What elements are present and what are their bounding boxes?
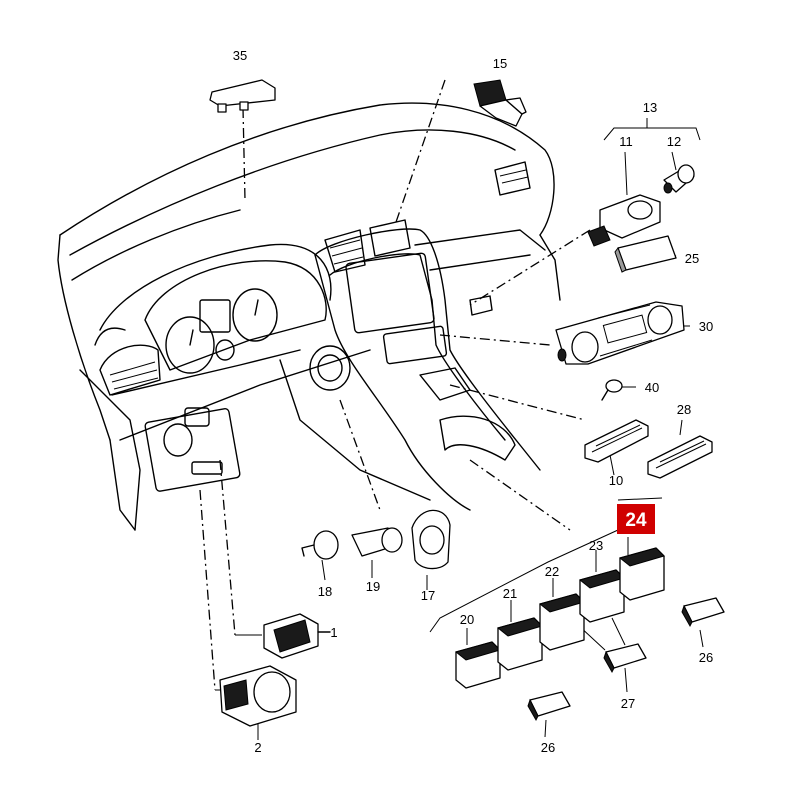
part-22-switch: [538, 593, 585, 651]
part-19-lock: [351, 527, 403, 557]
callout-26-right: 26: [699, 650, 713, 665]
callout-1: 1: [330, 625, 337, 640]
callout-13: 13: [643, 100, 657, 115]
callout-24-highlight: [617, 504, 655, 534]
part-20-switch: [454, 641, 501, 689]
part-28-switch-bar: [647, 435, 713, 479]
callout-15: 15: [493, 56, 507, 71]
part-26-cover-bottom: [527, 691, 571, 722]
callout-12: 12: [667, 134, 681, 149]
dashboard-outline: [57, 102, 561, 531]
callout-27: 27: [621, 696, 635, 711]
callout-22: 22: [545, 564, 559, 579]
part-17-bezel: [411, 509, 451, 570]
part-40-screw: [601, 379, 623, 401]
callout-26-bottom: 26: [541, 740, 555, 755]
callout-40: 40: [645, 380, 659, 395]
part-23-switch: [578, 569, 625, 623]
part-35-light: [209, 79, 276, 113]
leader-lines: [199, 79, 704, 740]
callout-11: 11: [619, 134, 633, 149]
part-30-climate-control: [555, 301, 685, 365]
part-10-switch-bar: [584, 419, 649, 463]
callout-20: 20: [460, 612, 474, 627]
part-2-light-switch: [219, 665, 297, 727]
callout-labels: 35 15 13 11 12 25 30 40 28 10 24 23 22 2…: [233, 48, 713, 755]
callout-19: 19: [366, 579, 380, 594]
callout-2: 2: [254, 740, 261, 755]
callout-25: 25: [685, 251, 699, 266]
callout-24: 24: [625, 510, 647, 531]
part-12-knob: [663, 164, 695, 194]
callout-18: 18: [318, 584, 332, 599]
callout-21: 21: [503, 586, 517, 601]
part-21-switch: [496, 617, 543, 671]
part-27-cover: [603, 643, 647, 674]
callout-35: 35: [233, 48, 247, 63]
callout-30: 30: [699, 319, 713, 334]
callout-17: 17: [421, 588, 435, 603]
callout-10: 10: [609, 473, 623, 488]
part-25-blank: [614, 235, 677, 273]
callout-28: 28: [677, 402, 691, 417]
part-11-switch: [587, 194, 661, 247]
part-24-switch: [618, 547, 665, 601]
callout-23: 23: [589, 538, 603, 553]
part-1-switch-block: [263, 613, 331, 659]
part-15-switch: [473, 79, 527, 127]
part-18-ring: [301, 530, 339, 560]
part-26-cover-right: [681, 597, 725, 628]
